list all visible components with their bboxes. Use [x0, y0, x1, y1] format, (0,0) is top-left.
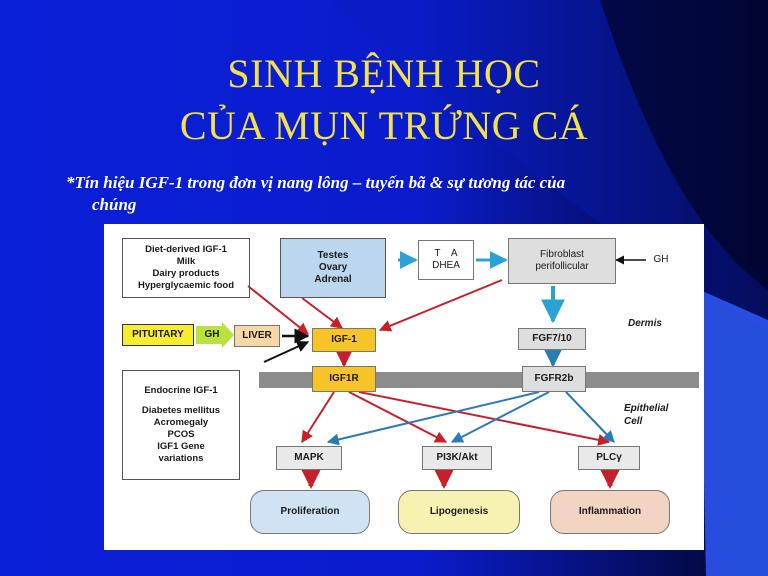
diet-title: Diet-derived IGF-1 [145, 244, 227, 255]
mapk-box: MAPK [276, 446, 342, 470]
gh-arrow-shape [196, 322, 234, 348]
pituitary-box: PITUITARY [122, 324, 194, 346]
perifollicular-label: perifollicular [535, 261, 589, 272]
testes-label: Testes [317, 250, 349, 261]
testes-ovary-adrenal-box: Testes Ovary Adrenal [280, 238, 386, 298]
inflammation-box: Inflammation [550, 490, 670, 534]
gh-right-label: GH [653, 254, 669, 265]
epithelial-cell-label: Epithelial Cell [624, 402, 668, 428]
endocrine-pcos: PCOS [167, 429, 195, 440]
igf1-signaling-diagram: Diet-derived IGF-1 Milk Dairy products H… [104, 224, 704, 550]
t-a-label: T A [434, 248, 458, 259]
liver-box: LIVER [234, 325, 280, 347]
igf1r-box: IGF1R [312, 366, 376, 392]
dermis-label: Dermis [628, 318, 662, 329]
lipogenesis-box: Lipogenesis [398, 490, 520, 534]
slide-subtitle: *Tín hiệu IGF-1 trong đơn vị nang lông –… [66, 172, 726, 216]
slide-title-line1: SINH BỆNH HỌC [227, 51, 541, 96]
fibroblast-label: Fibroblast [540, 249, 584, 260]
diet-igf1-box: Diet-derived IGF-1 Milk Dairy products H… [122, 238, 250, 298]
gh-arrow-label: GH [204, 329, 220, 340]
epithelial-label: Epithelial [624, 403, 669, 414]
endocrine-title: Endocrine IGF-1 [144, 385, 218, 396]
igf1-box: IGF-1 [312, 328, 376, 352]
endocrine-variations: variations [158, 453, 204, 464]
ovary-label: Ovary [318, 262, 348, 273]
subtitle-line1: *Tín hiệu IGF-1 trong đơn vị nang lông –… [66, 173, 566, 192]
endocrine-diabetes: Diabetes mellitus [141, 405, 221, 416]
fgf7-10-box: FGF7/10 [518, 328, 586, 350]
diagram-arrows [247, 251, 646, 489]
fgfr2b-box: FGFR2b [522, 366, 586, 392]
diet-dairy: Dairy products [152, 268, 220, 279]
cell-label: Cell [624, 416, 643, 427]
fibroblast-box: Fibroblast perifollicular [508, 238, 616, 284]
plc-gamma-box: PLCγ [578, 446, 640, 470]
pi3k-akt-box: PI3K/Akt [422, 446, 492, 470]
endocrine-igf1-box: Endocrine IGF-1 Diabetes mellitus Acrome… [122, 370, 240, 480]
adrenal-label: Adrenal [314, 274, 352, 285]
slide-title-line2: CỦA MỤN TRỨNG CÁ [179, 103, 589, 148]
dhea-label: DHEA [432, 260, 460, 271]
t-a-dhea-box: T A DHEA [418, 240, 474, 280]
subtitle-line2: chúng [92, 195, 137, 214]
proliferation-box: Proliferation [250, 490, 370, 534]
endocrine-acromegaly: Acromegaly [153, 417, 209, 428]
diet-milk: Milk [176, 256, 196, 267]
diet-hyperglycaemic: Hyperglycaemic food [137, 280, 235, 291]
endocrine-gene: IGF1 Gene [157, 441, 205, 452]
